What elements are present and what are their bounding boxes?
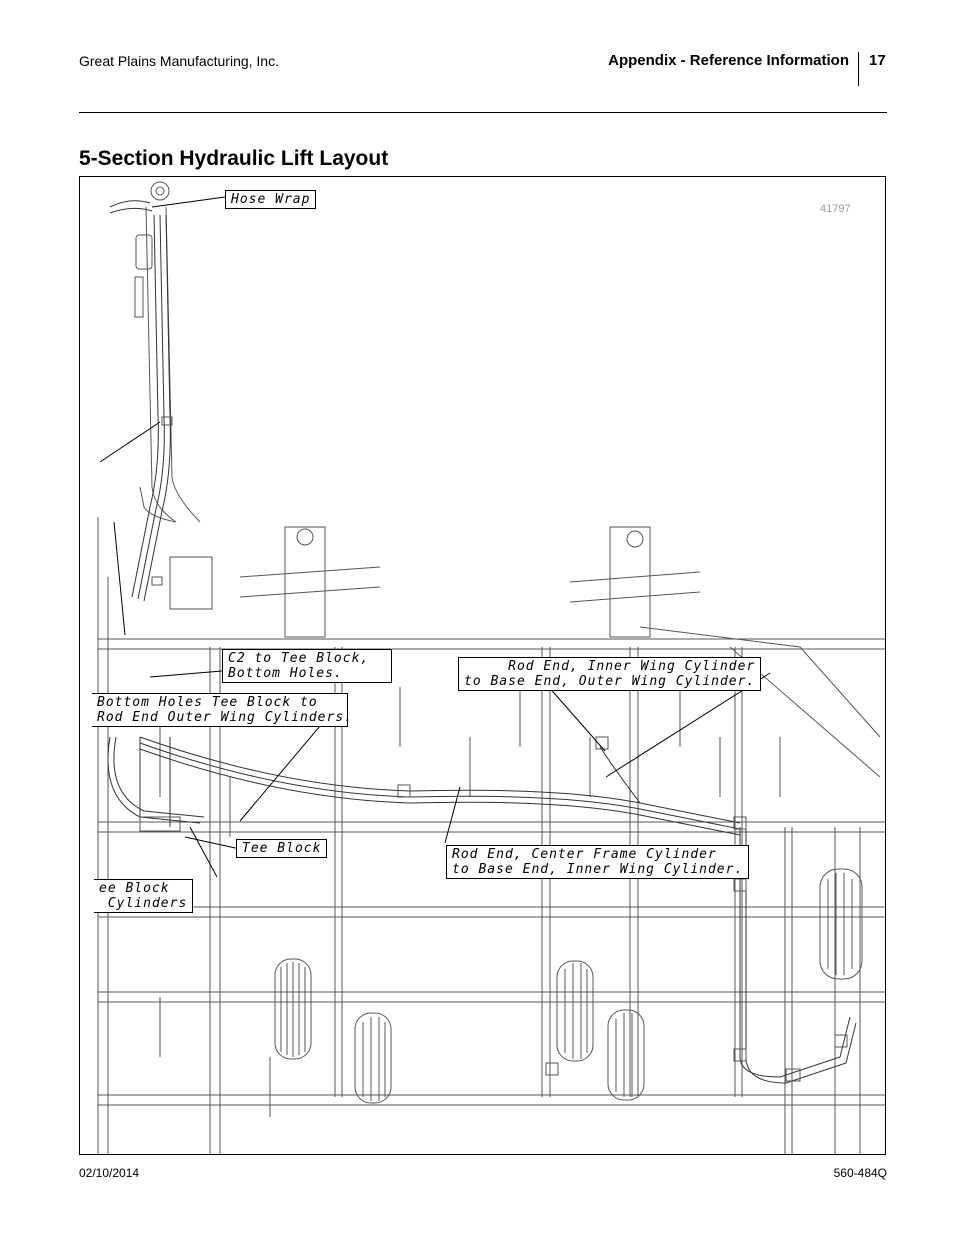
header-rule	[79, 112, 887, 113]
callout-tee-block-cylinders: ee Block Cylinders	[94, 879, 194, 913]
header-page-number: 17	[869, 52, 886, 69]
figure-number: 41797	[820, 203, 851, 215]
callout-bottom-holes-tee-block: Bottom Holes Tee Block to Rod End Outer …	[92, 693, 352, 727]
callout-rod-end-inner-wing: Rod End, Inner Wing Cylinder to Base End…	[458, 657, 762, 691]
callout-rod-end-center-frame: Rod End, Center Frame Cylinder to Base E…	[446, 845, 750, 879]
header-divider	[858, 52, 859, 86]
callout-tee-block: Tee Block	[236, 839, 328, 858]
footer-doc-number: 560-484Q	[833, 1166, 887, 1180]
callout-c2-tee-block: C2 to Tee Block, Bottom Holes.	[222, 649, 392, 683]
footer-date: 02/10/2014	[79, 1166, 140, 1180]
hydraulic-layout-drawing	[97, 181, 885, 1154]
header-company: Great Plains Manufacturing, Inc.	[79, 53, 279, 69]
callout-hose-wrap: Hose Wrap	[225, 190, 317, 209]
header-section: Appendix - Reference Information	[608, 52, 849, 69]
hydraulic-layout-figure: 41797 Hose Wrap C2 to Tee Block, Bottom …	[79, 176, 886, 1155]
page-title: 5-Section Hydraulic Lift Layout	[79, 147, 389, 170]
